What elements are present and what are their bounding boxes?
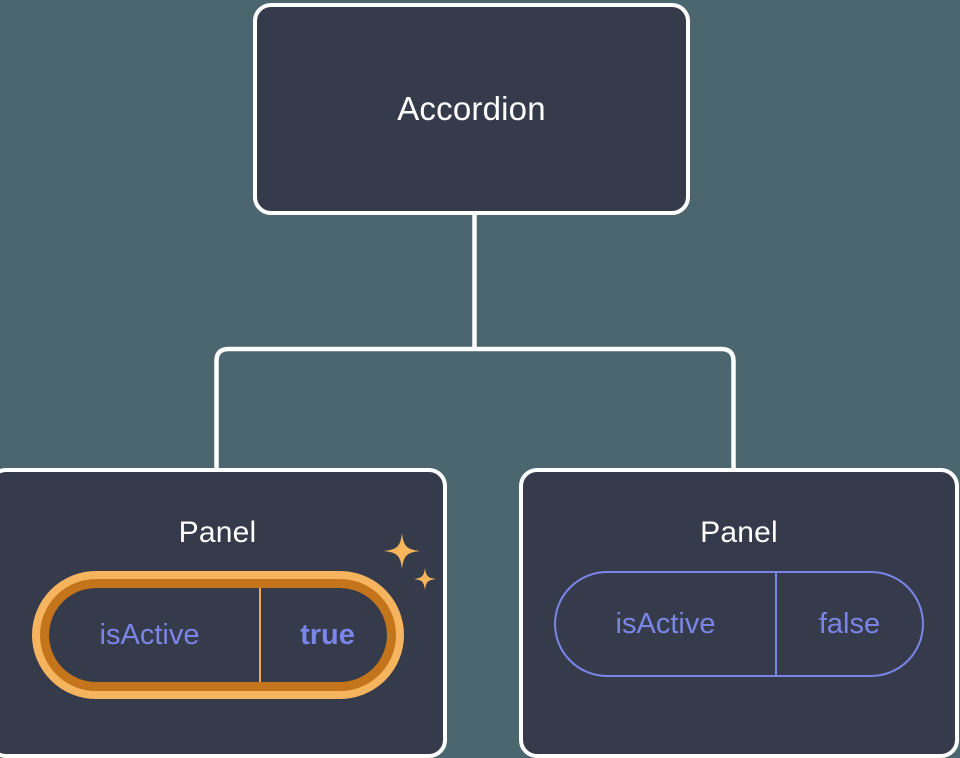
prop-key: isActive <box>556 573 777 675</box>
prop-badge-highlighted-wrapper: isActive true <box>31 533 436 699</box>
sparkle-icon <box>383 533 420 569</box>
node-title: Accordion <box>397 89 546 127</box>
prop-badge-wrapper: isActive false <box>554 571 924 677</box>
sparkle-small-icon <box>413 568 436 590</box>
node-panel-right[interactable]: Panel isActive false <box>519 468 959 758</box>
node-title: Panel <box>700 516 778 549</box>
prop-badge-isactive-false[interactable]: isActive false <box>554 571 924 677</box>
node-title: Panel <box>178 516 257 549</box>
edge-bracket <box>214 346 736 470</box>
prop-value: false <box>818 607 881 640</box>
prop-badge-isactive-true[interactable]: isActive true <box>31 571 404 699</box>
node-panel-left[interactable]: Panel isActive true <box>0 468 447 758</box>
component-tree-diagram: Accordion Panel isActive true Panel isAc… <box>0 3 959 758</box>
prop-value: true <box>300 618 355 651</box>
node-accordion[interactable]: Accordion <box>253 3 690 215</box>
prop-key: isActive <box>41 580 261 690</box>
